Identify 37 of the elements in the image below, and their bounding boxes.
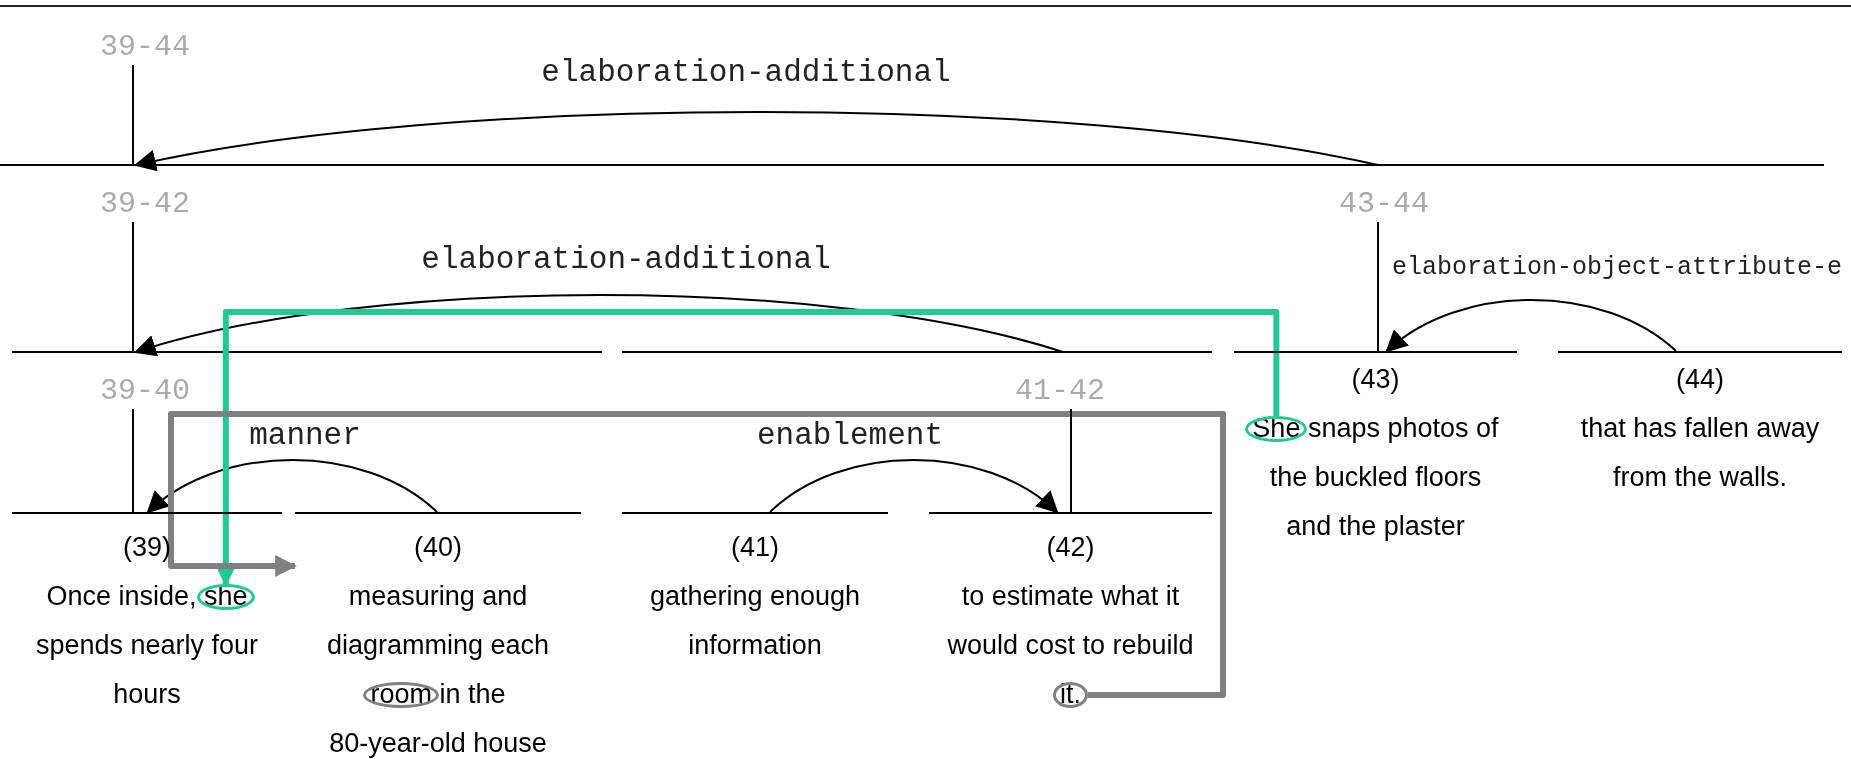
- relation-arc: [133, 111, 1379, 173]
- segment-text: measuring and diagramming each room in the 80-year-old house: [325, 580, 551, 759]
- segment-text: that has fallen away from the walls.: [1579, 412, 1821, 494]
- highlight-ellipse: [363, 682, 439, 708]
- span-stem: [1377, 221, 1379, 352]
- segment-number: (42): [1046, 532, 1095, 562]
- segment-number: (43): [1351, 364, 1400, 394]
- span-stem: [1070, 408, 1072, 513]
- segment-number: (40): [414, 532, 462, 562]
- highlight-ellipse: [1245, 416, 1308, 442]
- span-label: 39-42: [100, 187, 190, 221]
- segment-text: Once inside, she spends nearly four hours: [34, 580, 260, 711]
- span-label: 39-40: [100, 374, 190, 408]
- highlight-ellipse: [197, 584, 255, 610]
- span-label: 43-44: [1339, 187, 1429, 221]
- segment-text: gathering enough information: [648, 580, 862, 662]
- relation-arc: [146, 459, 438, 514]
- relation-label: elaboration-additional: [421, 243, 831, 277]
- relation-label: manner: [249, 419, 361, 453]
- relation-arc: [133, 294, 1064, 358]
- span-label: 41-42: [1015, 374, 1105, 408]
- link-arrow: [214, 309, 1280, 587]
- segment-number: (41): [731, 532, 779, 562]
- span-stem: [132, 408, 134, 513]
- relation-arc: [1385, 299, 1677, 353]
- relation-label: enablement: [757, 419, 943, 453]
- span-label: 39-44: [100, 30, 190, 64]
- span-stem: [132, 64, 134, 166]
- segment-number: (39): [123, 532, 171, 562]
- segment-text: to estimate what it would cost to rebuild it.: [946, 580, 1195, 711]
- relation-label: elaboration-additional: [541, 56, 951, 90]
- link-arrow: [168, 411, 1226, 698]
- relation-label: elaboration-object-attribute-e: [1391, 252, 1843, 284]
- relation-arc: [769, 459, 1059, 514]
- highlight-ellipse: [1053, 682, 1088, 708]
- span-stem: [132, 221, 134, 353]
- segment-number: (44): [1676, 364, 1724, 394]
